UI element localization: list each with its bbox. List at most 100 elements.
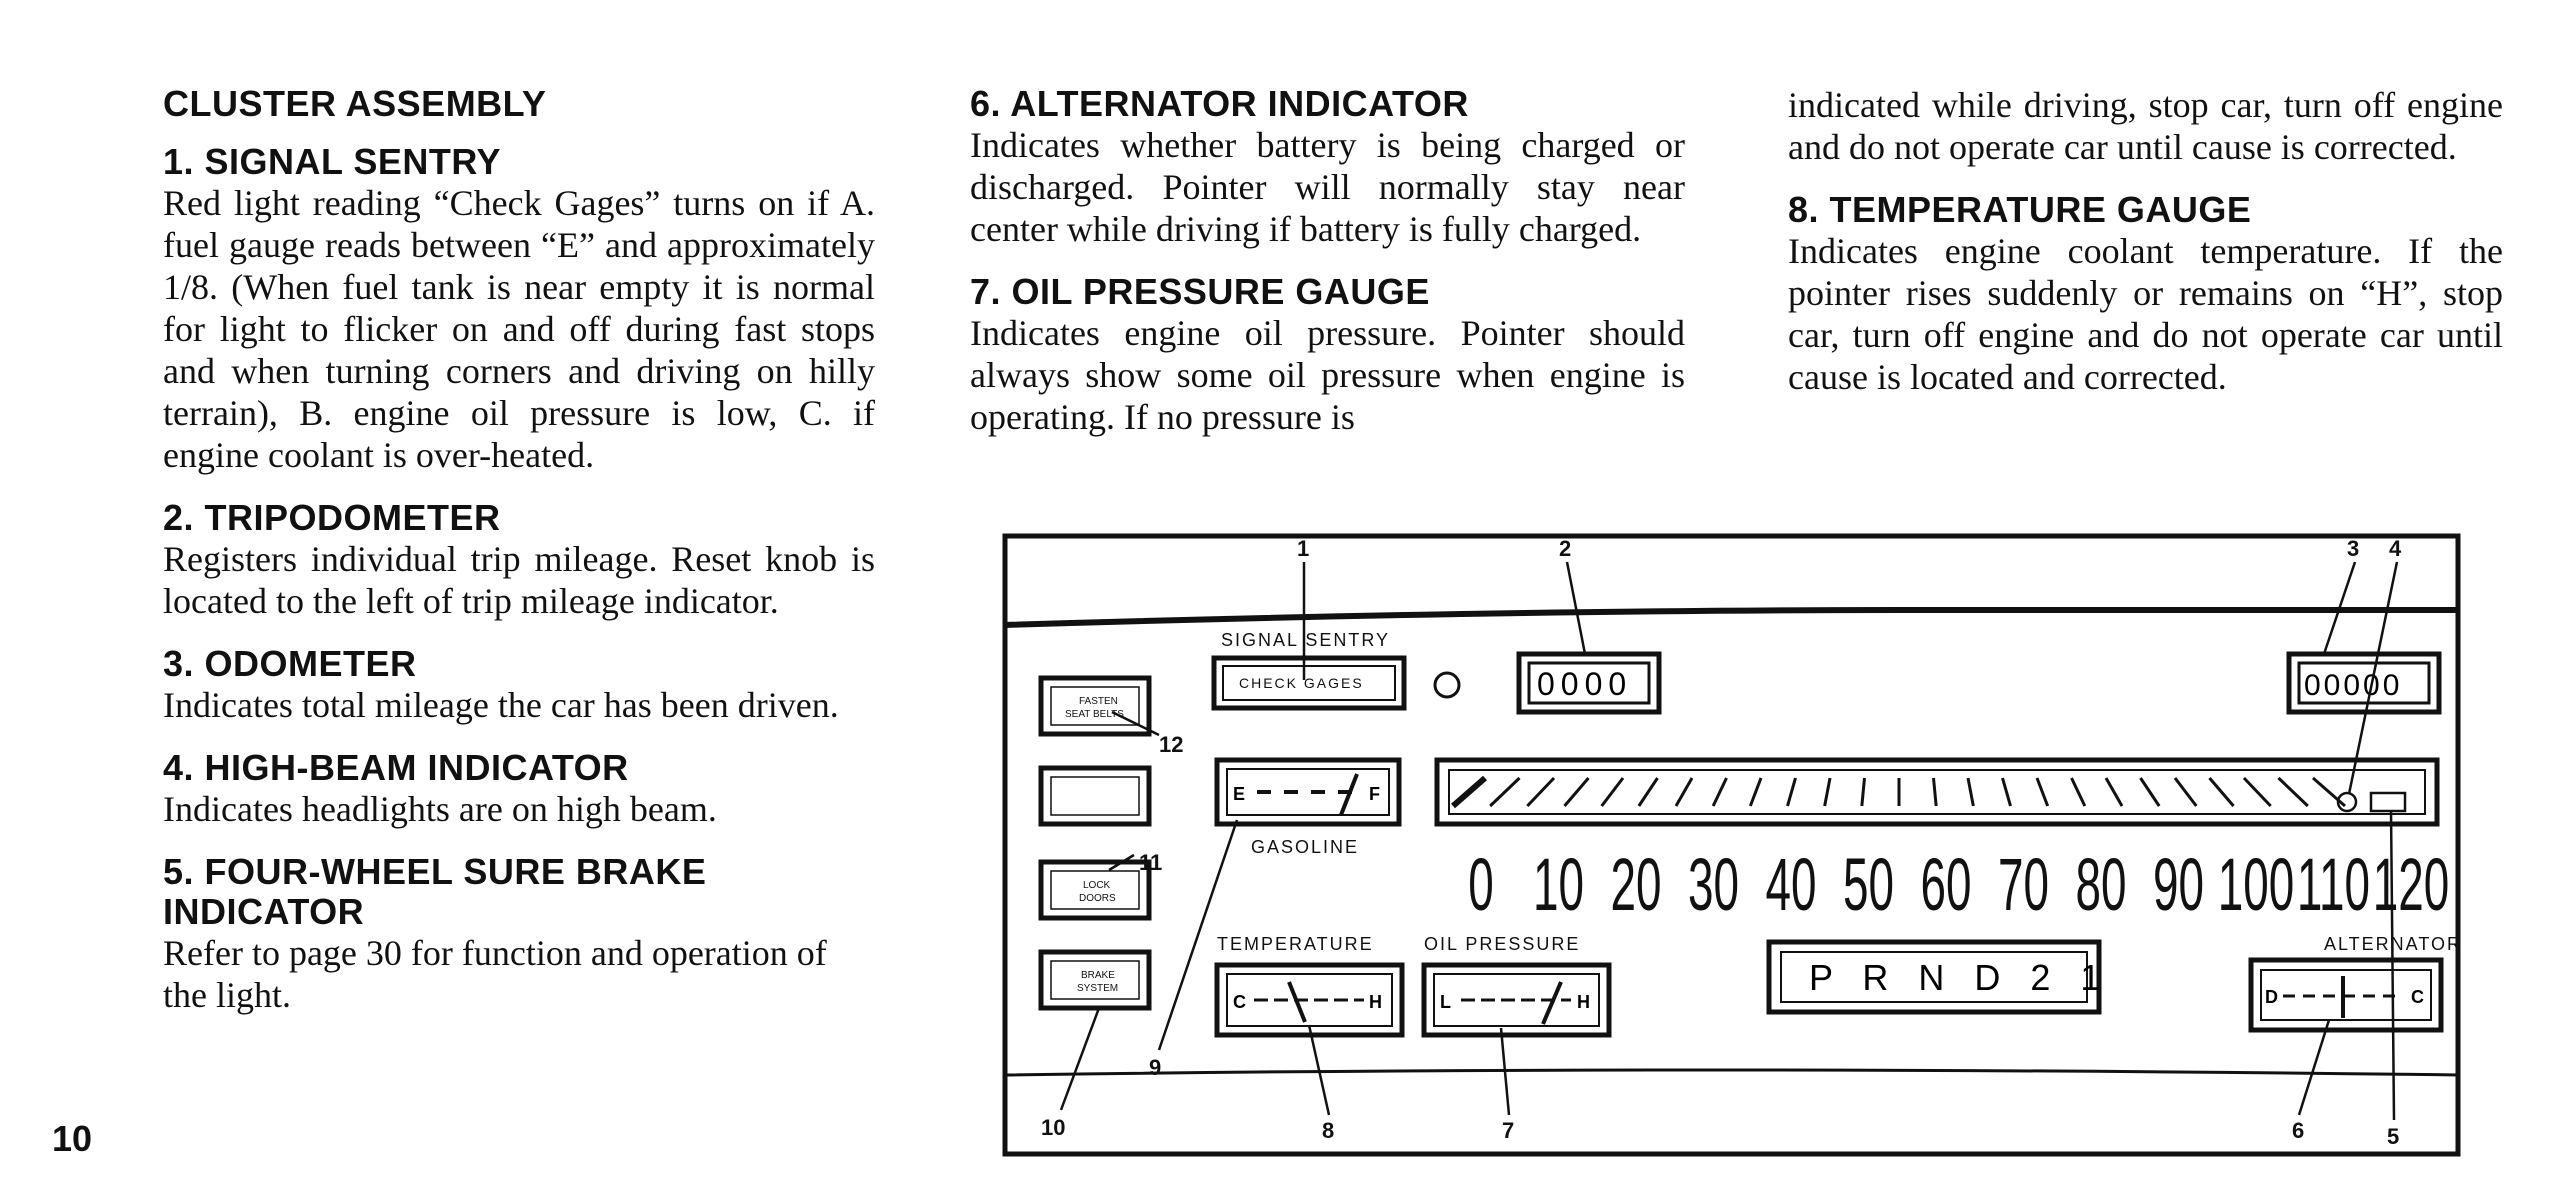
leader-2: [1565, 561, 1587, 655]
speed-tick: [1526, 776, 1556, 808]
paragraph-sure-brake: Refer to page 30 for function and operat…: [163, 933, 827, 1015]
speed-number-0: 0: [1468, 844, 1494, 927]
lock-text-1: LOCK: [1083, 880, 1111, 891]
callout-12: 12: [1159, 732, 1183, 757]
speed-tick: [1600, 777, 1625, 807]
heading-sure-brake: 5. FOUR-WHEEL SURE BRAKE INDICATOR: [163, 851, 707, 932]
cluster-top-curve: [1004, 607, 2458, 628]
oil-pressure-gauge-outer: [1421, 962, 1612, 1038]
callout-1: 1: [1297, 536, 1309, 561]
speed-number-80: 80: [2075, 844, 2126, 927]
speed-tick: [2139, 777, 2161, 807]
speed-tick: [1932, 777, 1938, 807]
heading-high-beam: 4. HIGH-BEAM INDICATOR: [163, 747, 629, 788]
leader-11: [1108, 853, 1135, 872]
speed-number-30: 30: [1688, 844, 1739, 927]
speed-number-10: 10: [1533, 844, 1584, 927]
paragraph-alternator: Indicates whether battery is being charg…: [970, 125, 1685, 249]
lock-text-2: DOORS: [1079, 893, 1116, 904]
speed-tick: [2001, 777, 2012, 807]
leader-8: [1307, 1024, 1331, 1116]
brake-text-2: SYSTEM: [1077, 983, 1118, 994]
temperature-gauge-outer: [1214, 962, 1405, 1038]
leader-12: [1111, 710, 1160, 737]
gear-indicator-outer: [1766, 939, 2102, 1015]
callout-11: 11: [1139, 850, 1162, 875]
oil-pressure-label: OIL PRESSURE: [1424, 934, 1580, 954]
leader-6: [2297, 1019, 2331, 1116]
speed-tick: [2104, 777, 2124, 807]
speed-number-40: 40: [1765, 844, 1816, 927]
temperature-pointer: [1287, 981, 1307, 1023]
speed-tick: [1860, 777, 1866, 807]
middle-column: 6. ALTERNATOR INDICATOR Indicates whethe…: [970, 84, 1685, 460]
speed-tick: [2070, 777, 2087, 807]
brake-system-lamp-inner: [1050, 960, 1140, 1000]
heading-tripodometer: 2. TRIPODOMETER: [163, 497, 501, 538]
speed-number-50: 50: [1843, 844, 1894, 927]
speed-tick: [2208, 777, 2235, 807]
gear-indicator-inner: [1780, 951, 2088, 1003]
speed-tick: [1823, 777, 1832, 807]
tripodometer-inner: [1527, 661, 1651, 705]
alternator-gauge-inner: [2260, 969, 2432, 1021]
speed-number-100: 100: [2218, 844, 2295, 927]
brake-text-1: BRAKE: [1081, 970, 1115, 981]
callout-10: 10: [1041, 1115, 1065, 1140]
paragraph-tripodometer: Registers individual trip mileage. Reset…: [163, 539, 875, 621]
blank-lamp-inner: [1050, 776, 1140, 816]
cluster-diagram: SIGNAL SENTRY CHECK GAGES 0000 00000 FAS…: [1002, 533, 2461, 1157]
odometer-inner: [2297, 661, 2431, 705]
speed-tick: [1966, 777, 1975, 807]
tripodometer-digits: 0000: [1537, 666, 1632, 702]
paragraph-oil-pressure: Indicates engine oil pressure. Pointer s…: [970, 313, 1685, 437]
lock-doors-lamp-inner: [1050, 870, 1140, 910]
blank-lamp: [1038, 765, 1152, 827]
speed-tick: [2277, 776, 2309, 808]
callout-9: 9: [1149, 1055, 1161, 1080]
callout-8: 8: [1322, 1118, 1334, 1143]
high-beam-lamp: [2336, 791, 2358, 813]
speed-tick: [1489, 776, 1521, 808]
left-column: CLUSTER ASSEMBLY 1. SIGNAL SENTRY Red li…: [163, 84, 875, 1038]
speed-tick: [1451, 775, 1487, 809]
cluster-frame: [1002, 533, 2461, 1157]
callout-6: 6: [2292, 1118, 2304, 1143]
lock-doors-lamp: [1038, 859, 1152, 921]
temp-h-label: H: [1369, 992, 1382, 1012]
alt-d-label: D: [2265, 987, 2278, 1007]
page-number: 10: [52, 1118, 93, 1159]
fasten-text-2: SEAT BELTS: [1065, 709, 1124, 720]
speed-tick: [1637, 777, 1659, 807]
speed-number-110: 110: [2297, 844, 2370, 927]
callout-4: 4: [2389, 536, 2402, 561]
fuel-gauge-inner: [1226, 768, 1390, 816]
speed-tick: [1674, 777, 1694, 807]
callout-3: 3: [2347, 536, 2359, 561]
speed-number-70: 70: [1998, 844, 2049, 927]
fasten-seat-belts-lamp: [1038, 675, 1152, 737]
leader-10: [1059, 1007, 1101, 1111]
leader-9: [1157, 819, 1239, 1051]
fuel-e-label: E: [1233, 784, 1245, 804]
speed-tick: [2173, 777, 2198, 807]
brake-system-lamp: [1038, 949, 1152, 1011]
check-gages-inner: [1222, 665, 1396, 701]
oil-pressure-gauge-inner: [1433, 973, 1600, 1027]
fuel-gauge-outer: [1214, 757, 1402, 827]
gasoline-label: GASOLINE: [1251, 837, 1359, 857]
signal-sentry-label: SIGNAL SENTRY: [1221, 630, 1390, 650]
section-title-cluster-assembly: CLUSTER ASSEMBLY: [163, 83, 547, 124]
odometer-digits: 00000: [2304, 669, 2402, 702]
temp-c-label: C: [1233, 992, 1246, 1012]
leader-4: [2347, 561, 2399, 795]
paragraph-odometer: Indicates total mileage the car has been…: [163, 685, 839, 725]
paragraph-signal-sentry: Red light reading “Check Gages” turns on…: [163, 183, 875, 475]
reset-knob: [1433, 671, 1461, 699]
speedometer-band-inner: [1448, 769, 2426, 815]
right-column: indicated while driving, stop car, turn …: [1788, 84, 2503, 420]
speed-tick: [1711, 777, 1728, 807]
callout-5: 5: [2387, 1124, 2399, 1149]
oil-h-label: H: [1577, 992, 1590, 1012]
